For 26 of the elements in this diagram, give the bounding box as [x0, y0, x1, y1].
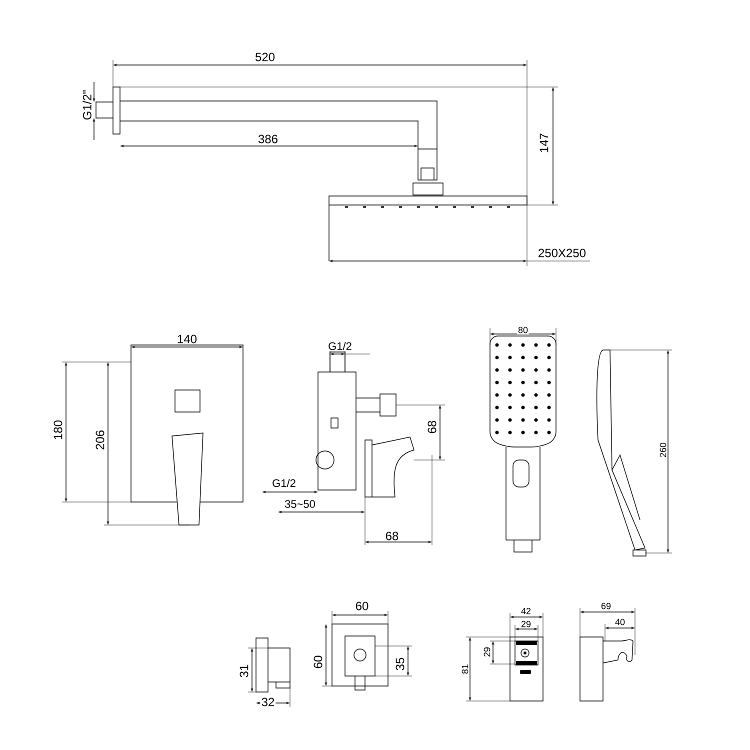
dimension-value: G1/2	[327, 340, 353, 352]
dimension-value: 42	[520, 606, 532, 616]
dimension-value: 81	[460, 663, 470, 676]
dimension-value: 32	[260, 696, 276, 708]
dimension-value: 250X250	[536, 248, 588, 258]
dimension-value: 147	[538, 132, 550, 154]
dimension-value: 140	[176, 334, 198, 344]
dimension-value: 40	[614, 618, 626, 626]
dimension-value: 35~50	[284, 499, 316, 509]
dimension-value: 520	[254, 52, 276, 62]
dimension-value: 80	[517, 326, 529, 334]
dimension-value: 206	[94, 429, 106, 452]
dimension-value: 260	[658, 442, 668, 459]
dimension-value: 60	[354, 600, 370, 612]
dimension-value: 35	[394, 656, 406, 672]
dimension-value: 68	[384, 530, 400, 542]
dimension-value: 60	[312, 654, 324, 670]
dimension-value: 29	[482, 646, 492, 658]
dimension-value: 31	[238, 663, 250, 679]
dimension-value: 69	[600, 602, 612, 610]
dimension-value: G1/2"	[82, 88, 92, 122]
dimension-value: 386	[257, 134, 280, 144]
dimension-value: 68	[426, 419, 438, 435]
dimension-value: 29	[520, 620, 532, 628]
dimension-value: 180	[52, 419, 64, 442]
dimension-value: G1/2	[271, 478, 297, 488]
